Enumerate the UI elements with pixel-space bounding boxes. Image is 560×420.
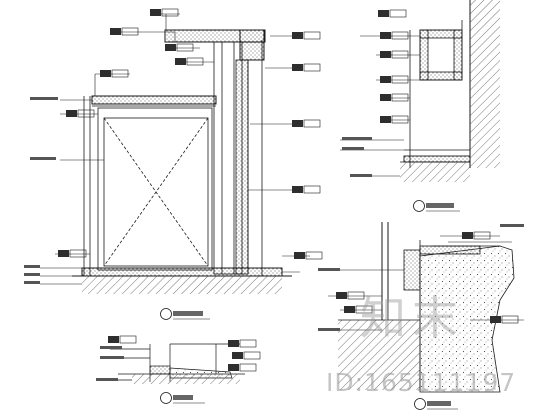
door-frame bbox=[97, 107, 213, 271]
main-elevation bbox=[72, 29, 292, 294]
top-right-detail bbox=[340, 0, 500, 182]
bottom-left-title bbox=[160, 392, 205, 404]
bottom-left-detail bbox=[100, 343, 245, 384]
column-inner-strip bbox=[235, 59, 249, 275]
main-elevation-tag-boxes bbox=[24, 8, 323, 284]
top-right-title bbox=[413, 200, 460, 212]
top-right-tags bbox=[342, 9, 409, 177]
main-elevation-tags bbox=[40, 13, 310, 285]
door-cross-2 bbox=[103, 117, 209, 267]
bottom-right-detail bbox=[328, 222, 524, 393]
bottom-right-tags bbox=[318, 224, 524, 331]
floor-hatch bbox=[82, 276, 282, 294]
header-bar bbox=[91, 95, 217, 105]
bottom-right-title bbox=[414, 398, 458, 410]
base-strip bbox=[81, 267, 283, 277]
top-cap-right bbox=[239, 29, 265, 61]
main-elevation-title bbox=[160, 308, 210, 320]
bottom-left-tags bbox=[96, 335, 261, 381]
door-panel bbox=[103, 117, 209, 267]
